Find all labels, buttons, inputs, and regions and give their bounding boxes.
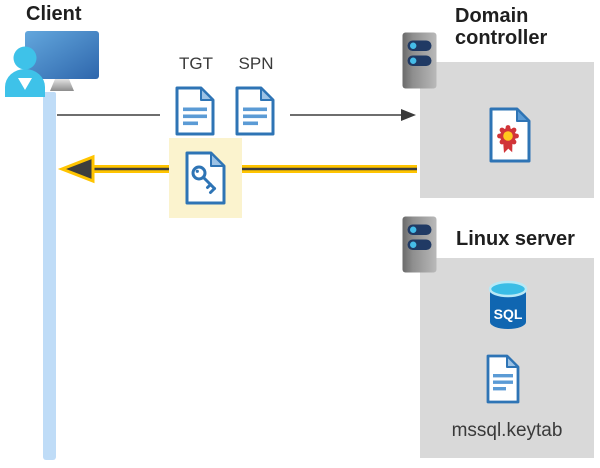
award-ribbon-icon [497,125,519,153]
keytab-document-icon [486,354,520,404]
key-document-icon [185,151,226,205]
domain-controller-label: Domain controller [455,5,548,49]
spn-ticket-document-icon [235,86,275,135]
client-lifeline [43,92,56,460]
certificate-icon [489,107,531,163]
client-label: Client [26,3,82,25]
service-ticket-highlight [169,138,242,218]
person-icon [5,46,45,97]
sql-database-icon: SQL [488,280,528,329]
tgt-label: TGT [179,54,213,73]
tgt-ticket-document-icon [175,86,215,135]
spn-label: SPN [238,54,274,73]
keytab-filename-label: mssql.keytab [451,420,563,441]
monitor-icon [25,31,99,79]
sql-label: SQL [494,306,523,322]
linux-server-icon [402,216,437,273]
domain-controller-server-icon [402,32,437,89]
monitor-stand [50,79,74,91]
key-icon [191,165,216,194]
ticket-strip [160,84,290,137]
user-at-computer-icon [5,31,99,97]
linux-server-label: Linux server [456,228,575,250]
response-arrow [57,154,417,184]
